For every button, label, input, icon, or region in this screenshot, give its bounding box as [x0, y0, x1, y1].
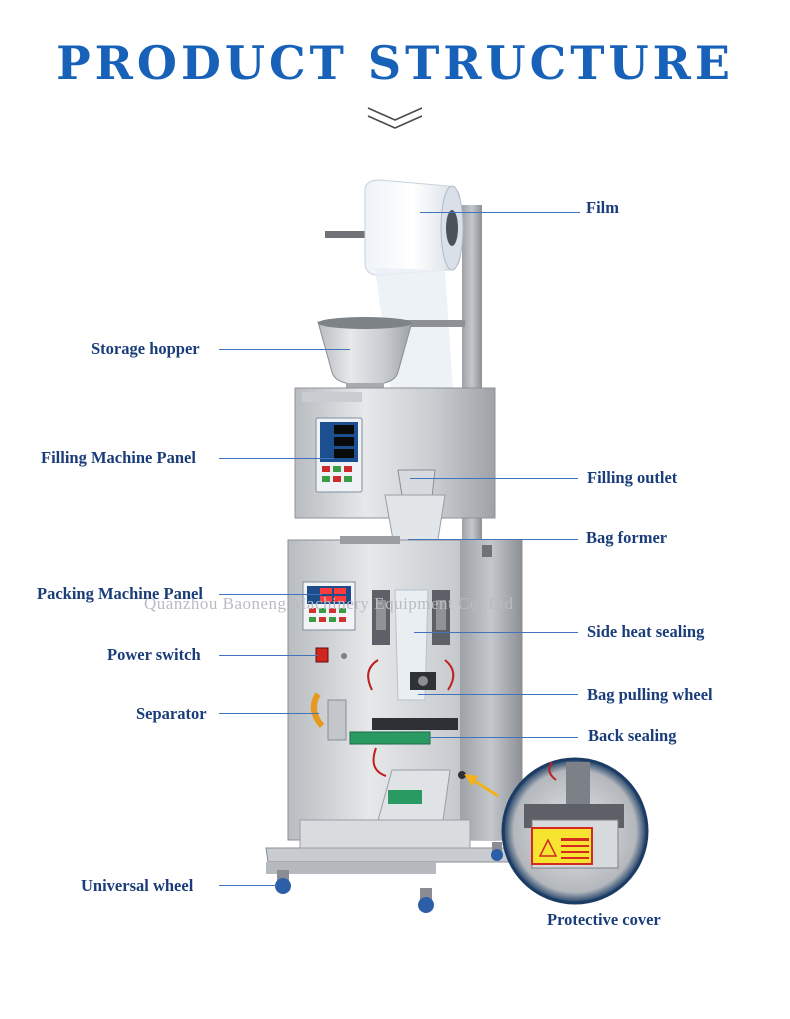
filling-machine-panel-label: Filling Machine Panel: [41, 448, 196, 467]
storage-hopper-label: Storage hopper: [91, 339, 200, 358]
universal-wheel-label: Universal wheel: [81, 876, 194, 895]
filling-outlet-label: Filling outlet: [587, 468, 678, 487]
bag-pulling-wheel-label: Bag pulling wheel: [587, 685, 713, 704]
protective-cover-label: Protective cover: [547, 910, 661, 929]
power-switch-label: Power switch: [107, 645, 201, 664]
separator-label: Separator: [136, 704, 207, 723]
film-leader-line: [420, 212, 580, 213]
separator-leader-line: [219, 713, 319, 714]
film-label: Film: [586, 198, 619, 217]
bag-former-label: Bag former: [586, 528, 668, 547]
packing-machine-panel-label: Packing Machine Panel: [37, 584, 203, 603]
bag-pulling-wheel-leader-line: [418, 694, 578, 695]
double-chevron-down-icon: [367, 107, 423, 129]
filling-outlet-leader-line: [410, 478, 578, 479]
filling-machine-panel-leader-line: [219, 458, 334, 459]
power-switch-leader-line: [219, 655, 318, 656]
back-sealing-label: Back sealing: [588, 726, 677, 745]
company-watermark: Quanzhou Baoneng Machinery Equipment Co.…: [144, 594, 514, 613]
packing-machine-panel-leader-line: [219, 594, 322, 595]
side-heat-sealing-leader-line: [414, 632, 578, 633]
back-sealing-leader-line: [428, 737, 578, 738]
storage-hopper-leader-line: [219, 349, 350, 350]
universal-wheel-leader-line: [219, 885, 277, 886]
side-heat-sealing-label: Side heat sealing: [587, 622, 705, 641]
page-title: PRODUCT STRUCTURE: [56, 36, 734, 90]
bag-former-leader-line: [408, 539, 578, 540]
